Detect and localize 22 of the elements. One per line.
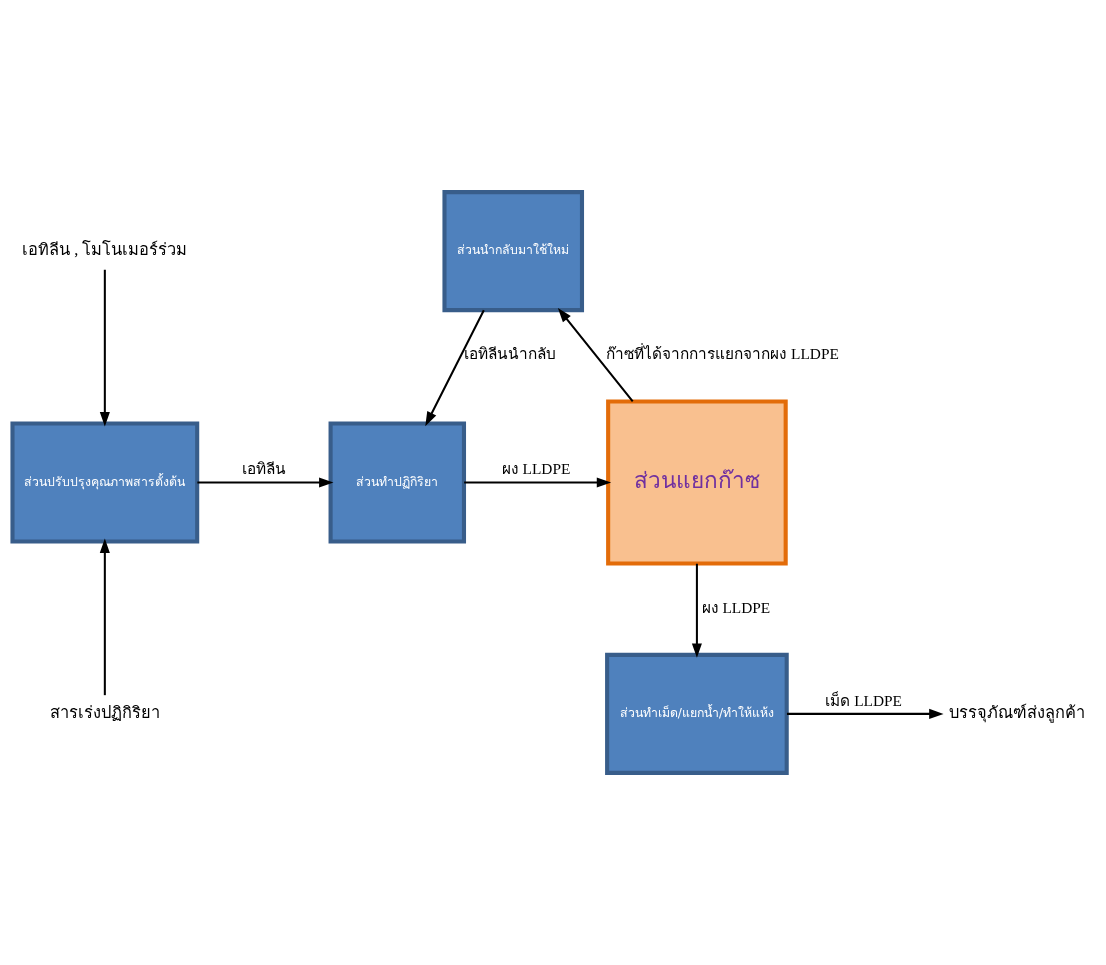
node-text: สารเร่งปฏิกิริยา <box>49 702 160 722</box>
edge-label: ผง LLDPE <box>501 460 571 478</box>
node-text: บรรจุภัณฑ์ส่งลูกค้า <box>949 702 1086 722</box>
edge-label: ผง LLDPE <box>701 598 771 616</box>
node-text: เอทิลีน , โมโนเมอร์ร่วม <box>22 240 188 260</box>
arrow <box>425 309 485 427</box>
arrow <box>786 708 944 719</box>
edge-label: ก๊าซที่ได้จากการแยกจากผง LLDPE <box>606 345 839 363</box>
edge-label: เม็ด LLDPE <box>825 691 903 709</box>
node-box: ส่วนทำเม็ด/แยกน้ำ/ทำให้แห้ง <box>605 652 789 775</box>
node-box: ส่วนนำกลับมาใช้ใหม่ <box>442 190 585 313</box>
arrow <box>464 477 612 488</box>
arrow <box>99 269 110 427</box>
edge-label: เอทิลีน <box>241 460 286 478</box>
edge-label: เอทิลีนนำกลับ <box>463 345 556 363</box>
arrow <box>557 307 634 402</box>
node-box: ส่วนทำปฏิกิริยา <box>328 421 467 544</box>
arrow <box>197 477 334 488</box>
arrow <box>99 538 110 696</box>
node-box: ส่วนแยกก๊าซ <box>606 399 788 566</box>
node-box: ส่วนปรับปรุงคุณภาพสารตั้งต้น <box>10 421 200 544</box>
arrow <box>691 563 702 658</box>
